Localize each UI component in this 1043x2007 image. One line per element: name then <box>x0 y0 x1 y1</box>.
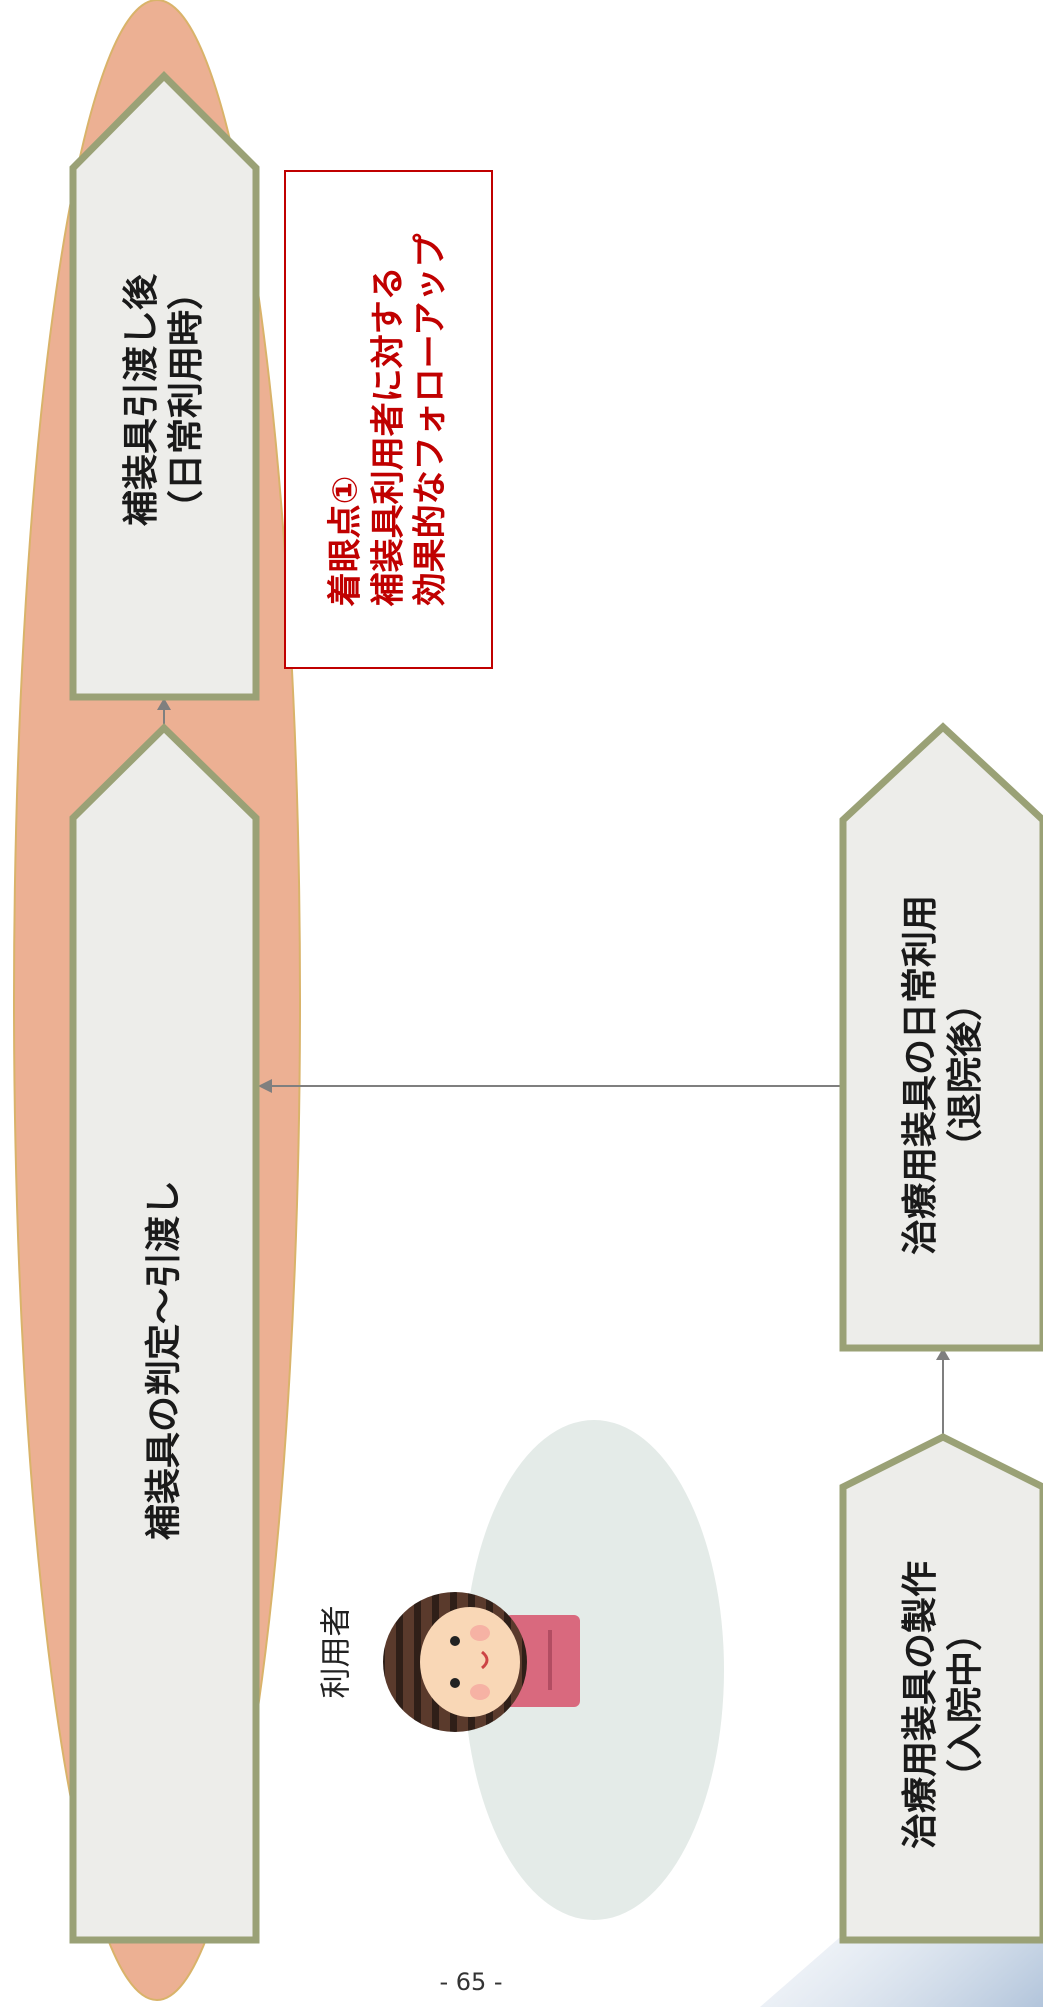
focus-point-text: 着眼点① 補装具利用者に対する 効果的なフォローアップ <box>324 234 452 607</box>
box-daily-use <box>839 722 1043 1352</box>
box-judgement-text: 補装具の判定～引渡し <box>142 1180 187 1540</box>
box-after-delivery-line1: 補装具引渡し後 <box>121 273 162 527</box>
user-illustration <box>383 1592 580 1732</box>
box-fabrication-line2: （入院中） <box>945 1614 986 1796</box>
focus-point-title: 着眼点① <box>325 475 366 607</box>
user-background <box>464 1420 724 1920</box>
user-label: 利用者 <box>318 1605 355 1699</box>
arrowhead-fabrication-to-daily <box>936 1348 950 1360</box>
box-after-delivery-text: 補装具引渡し後 （日常利用時） <box>119 274 209 526</box>
box-fabrication-text: 治療用装具の製作 （入院中） <box>898 1561 988 1849</box>
box-daily-use-line2: （退院後） <box>945 984 986 1166</box>
box-daily-use-text: 治療用装具の日常利用 （退院後） <box>898 895 988 1255</box>
box-fabrication <box>839 1433 1043 1944</box>
box-judgement <box>69 723 260 1944</box>
focus-point-line3: 効果的なフォローアップ <box>410 233 451 607</box>
box-judgement-line1: 補装具の判定～引渡し <box>143 1179 185 1541</box>
box-daily-use-line1: 治療用装具の日常利用 <box>900 894 941 1256</box>
box-fabrication-line1: 治療用装具の製作 <box>900 1560 941 1850</box>
focus-point-line2: 補装具利用者に対する <box>367 266 408 607</box>
box-after-delivery <box>69 71 260 701</box>
focus-point-frame <box>284 170 493 669</box>
arrowhead-judgement-to-after <box>157 698 171 710</box>
arrowhead-daily-to-judgement <box>258 1079 272 1093</box>
page-number: - 65 - <box>439 1968 503 1996</box>
box-after-delivery-line2: （日常利用時） <box>166 273 207 527</box>
